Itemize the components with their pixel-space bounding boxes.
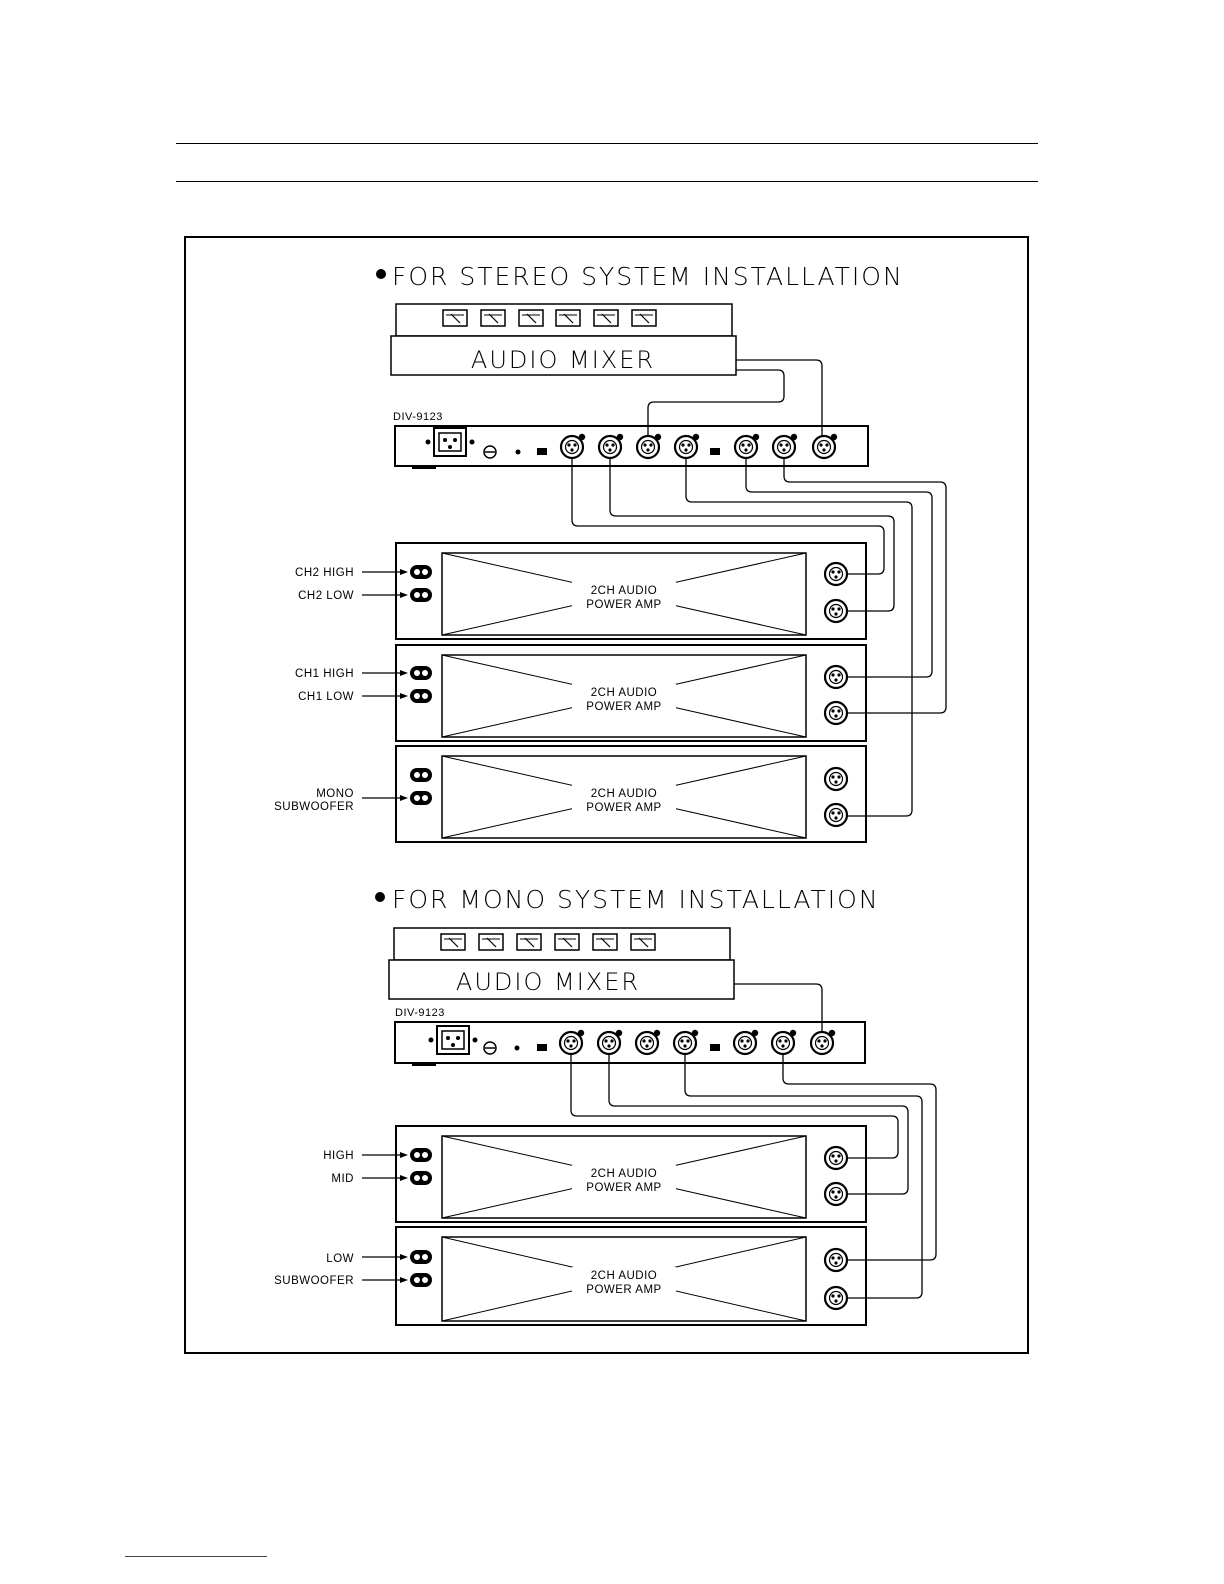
- speaker-terminal-icon: [410, 666, 432, 680]
- vu-meter-icon: [593, 934, 617, 950]
- xlr-input-icon: [825, 1287, 847, 1309]
- amp-label-line2: POWER AMP: [586, 1284, 661, 1296]
- output-label: LOW: [326, 1253, 354, 1265]
- vu-meter-icon: [555, 934, 579, 950]
- output-labels: CH2 HIGH CH2 LOW CH1 HIGH CH1 LOW MONO S…: [274, 567, 408, 813]
- bullet-icon: [376, 269, 386, 279]
- output-label: MONO: [316, 788, 354, 800]
- audio-mixer: AUDIO MIXER: [391, 304, 736, 375]
- output-label: CH2 HIGH: [295, 567, 354, 579]
- vu-meter-icon: [443, 310, 467, 326]
- bullet-icon: [375, 892, 385, 902]
- mono-section: FOR MONO SYSTEM INSTALLATION AUDIO MIXER…: [274, 885, 936, 1325]
- vu-meter-icon: [519, 310, 543, 326]
- xlr-input-icon: [825, 702, 847, 724]
- speaker-terminal-icon: [410, 1273, 432, 1287]
- audio-mixer: AUDIO MIXER: [389, 928, 734, 999]
- xlr-input-icon: [825, 804, 847, 826]
- xlr-output-icon: [735, 434, 759, 458]
- mono-title: FOR MONO SYSTEM INSTALLATION: [392, 885, 880, 914]
- xlr-input-icon: [813, 434, 837, 458]
- vu-meter-icon: [631, 934, 655, 950]
- device-label: DIV-9123: [395, 1007, 445, 1019]
- xlr-input-icon: [811, 1030, 835, 1054]
- amp-label-line2: POWER AMP: [586, 802, 661, 814]
- amp-3: 2CH AUDIO POWER AMP: [396, 746, 866, 842]
- crossover-device: [395, 1022, 865, 1065]
- amp-1: 2CH AUDIO POWER AMP: [396, 1126, 866, 1222]
- stereo-section: FOR STEREO SYSTEM INSTALLATION AUDIO MIX…: [274, 262, 946, 842]
- xlr-input-icon: [637, 434, 661, 458]
- xlr-output-icon: [772, 1030, 796, 1054]
- xlr-input-icon: [636, 1030, 660, 1054]
- output-label: HIGH: [323, 1150, 354, 1162]
- speaker-terminal-icon: [410, 1250, 432, 1264]
- xlr-output-icon: [675, 434, 699, 458]
- speaker-terminal-icon: [410, 689, 432, 703]
- amp-label-line1: 2CH AUDIO: [591, 1168, 658, 1180]
- vu-meter-icon: [556, 310, 580, 326]
- output-labels: HIGH MID LOW SUBWOOFER: [274, 1150, 408, 1287]
- amp-label-line2: POWER AMP: [586, 599, 661, 611]
- amp-label-line2: POWER AMP: [586, 701, 661, 713]
- led-icon: [516, 450, 521, 455]
- speaker-terminal-icon: [410, 565, 432, 579]
- speaker-terminal-icon: [410, 768, 432, 782]
- xlr-output-icon: [674, 1030, 698, 1054]
- xlr-output-icon: [773, 434, 797, 458]
- speaker-terminal-icon: [410, 1171, 432, 1185]
- crossover-device: [395, 426, 868, 468]
- xlr-output-icon: [598, 1030, 622, 1054]
- switch-icon: [537, 1044, 547, 1051]
- amp-label-line1: 2CH AUDIO: [591, 1270, 658, 1282]
- amp-label-line1: 2CH AUDIO: [591, 687, 658, 699]
- device-label: DIV-9123: [393, 411, 443, 423]
- amp-label-line1: 2CH AUDIO: [591, 585, 658, 597]
- speaker-terminal-icon: [410, 1148, 432, 1162]
- vu-meter-icon: [517, 934, 541, 950]
- vu-meter-icon: [479, 934, 503, 950]
- vu-meter-icon: [594, 310, 618, 326]
- led-icon: [515, 1046, 520, 1051]
- xlr-input-icon: [825, 768, 847, 790]
- xlr-input-icon: [825, 600, 847, 622]
- xlr-input-icon: [825, 1147, 847, 1169]
- xlr-input-icon: [825, 563, 847, 585]
- speaker-terminal-icon: [410, 588, 432, 602]
- output-label: CH1 LOW: [298, 691, 354, 703]
- amp-2: 2CH AUDIO POWER AMP: [396, 1227, 866, 1325]
- output-label: SUBWOOFER: [274, 801, 354, 813]
- amp-label-line1: 2CH AUDIO: [591, 788, 658, 800]
- switch-icon: [537, 448, 547, 455]
- mixer-label: AUDIO MIXER: [456, 968, 640, 996]
- output-label: CH2 LOW: [298, 590, 354, 602]
- xlr-input-icon: [825, 1183, 847, 1205]
- vu-meter-icon: [481, 310, 505, 326]
- mixer-label: AUDIO MIXER: [471, 346, 655, 374]
- switch-icon: [710, 448, 720, 455]
- switch-icon: [710, 1044, 720, 1051]
- amp-1: 2CH AUDIO POWER AMP: [396, 543, 866, 639]
- xlr-output-icon: [560, 1030, 584, 1054]
- amp-2: 2CH AUDIO POWER AMP: [396, 645, 866, 741]
- xlr-output-icon: [734, 1030, 758, 1054]
- xlr-input-icon: [825, 666, 847, 688]
- amp-label-line2: POWER AMP: [586, 1182, 661, 1194]
- output-label: SUBWOOFER: [274, 1275, 354, 1287]
- output-label: CH1 HIGH: [295, 668, 354, 680]
- stereo-title: FOR STEREO SYSTEM INSTALLATION: [392, 262, 904, 291]
- xlr-output-icon: [561, 434, 585, 458]
- vu-meter-icon: [632, 310, 656, 326]
- speaker-terminal-icon: [410, 791, 432, 805]
- xlr-output-icon: [599, 434, 623, 458]
- output-label: MID: [331, 1173, 354, 1185]
- xlr-input-icon: [825, 1249, 847, 1271]
- vu-meter-icon: [441, 934, 465, 950]
